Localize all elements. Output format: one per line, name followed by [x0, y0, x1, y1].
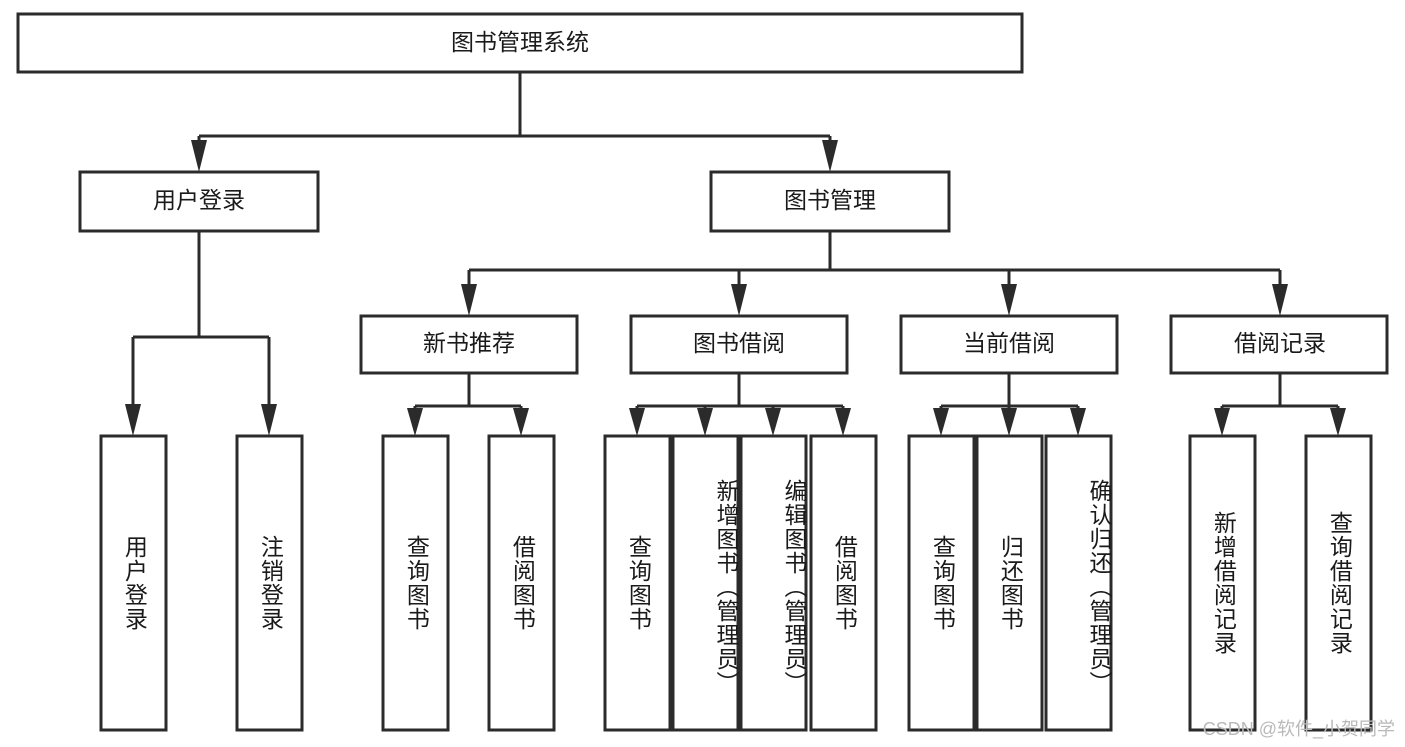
node-box-leaf-edit-book-admin[interactable] [739, 434, 808, 732]
connector-group-user-login [125, 231, 277, 436]
connector-group-new-book-recommend [407, 373, 529, 436]
connector-group-book-manage [461, 231, 1288, 316]
node-box-current-borrow[interactable] [899, 314, 1119, 375]
node-label-borrow-record: 借阅记录 [1234, 330, 1326, 356]
node-new-book-recommend[interactable]: 新书推荐 [359, 314, 579, 375]
arrow-head-leaf-confirm-return-admin [1070, 408, 1086, 436]
node-box-leaf-query-borrow-record[interactable] [1304, 434, 1373, 732]
connector-group-book-borrow [629, 373, 851, 436]
csdn-watermark: CSDN @软件_小贺同学 [1202, 719, 1395, 739]
node-label-book-borrow: 图书借阅 [693, 330, 785, 356]
arrow-head-book-borrow [731, 284, 747, 316]
arrow-head-user-login [191, 140, 207, 172]
arrow-head-leaf-edit-book-admin [765, 408, 781, 436]
node-box-new-book-recommend[interactable] [359, 314, 579, 375]
arrow-head-borrow-record [1272, 284, 1288, 316]
arrow-head-leaf-query-book-2 [629, 408, 645, 436]
node-root[interactable]: 图书管理系统 [16, 12, 1024, 74]
node-box-leaf-user-login[interactable] [99, 434, 168, 732]
node-label-new-book-recommend: 新书推荐 [423, 330, 515, 356]
node-label-book-manage: 图书管理 [784, 187, 876, 213]
node-box-leaf-query-book-3[interactable] [907, 434, 976, 732]
arrow-head-leaf-add-book-admin [697, 408, 713, 436]
node-box-leaf-confirm-return-admin[interactable] [1044, 434, 1113, 732]
node-book-borrow[interactable]: 图书借阅 [629, 314, 849, 375]
arrow-head-leaf-logout-login [261, 404, 277, 436]
node-book-manage[interactable]: 图书管理 [709, 170, 951, 233]
node-box-leaf-query-book-1[interactable] [381, 434, 450, 732]
arrow-head-leaf-add-borrow-record [1214, 408, 1230, 436]
connector-group-root [191, 72, 838, 172]
arrow-head-leaf-query-book-3 [933, 408, 949, 436]
node-label-current-borrow: 当前借阅 [963, 330, 1055, 356]
node-box-user-login[interactable] [78, 170, 320, 233]
arrow-head-leaf-borrow-book-2 [835, 408, 851, 436]
node-current-borrow[interactable]: 当前借阅 [899, 314, 1119, 375]
arrow-head-leaf-return-book [1001, 408, 1017, 436]
node-user-login[interactable]: 用户登录 [78, 170, 320, 233]
node-box-leaf-borrow-book-2[interactable] [809, 434, 878, 732]
arrow-head-leaf-user-login [125, 404, 141, 436]
node-box-leaf-logout-login[interactable] [235, 434, 304, 732]
node-borrow-record[interactable]: 借阅记录 [1169, 314, 1389, 375]
node-box-leaf-return-book[interactable] [975, 434, 1044, 732]
node-box-book-manage[interactable] [709, 170, 951, 233]
arrow-head-new-book-recommend [461, 284, 477, 316]
node-box-root[interactable] [16, 12, 1024, 74]
connector-group-current-borrow [933, 373, 1086, 436]
connector-group-borrow-record [1214, 373, 1346, 436]
arrow-head-leaf-borrow-book-1 [513, 408, 529, 436]
node-box-book-borrow[interactable] [629, 314, 849, 375]
arrow-head-leaf-query-book-1 [407, 408, 423, 436]
node-box-leaf-add-borrow-record[interactable] [1188, 434, 1257, 732]
node-box-leaf-borrow-book-1[interactable] [487, 434, 556, 732]
node-box-borrow-record[interactable] [1169, 314, 1389, 375]
node-box-leaf-add-book-admin[interactable] [671, 434, 740, 732]
arrow-head-leaf-query-borrow-record [1330, 408, 1346, 436]
arrow-head-book-manage [822, 140, 838, 172]
arrow-head-current-borrow [1001, 284, 1017, 316]
node-box-leaf-query-book-2[interactable] [603, 434, 672, 732]
node-label-root: 图书管理系统 [451, 29, 589, 55]
node-label-user-login: 用户登录 [153, 187, 245, 213]
